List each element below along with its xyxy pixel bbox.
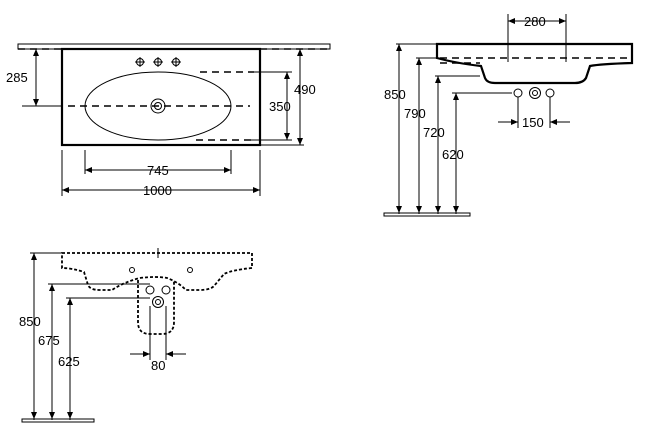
dim-720-label: 720 <box>423 125 445 140</box>
dim-620-label: 620 <box>442 147 464 162</box>
basin-outline <box>60 47 262 147</box>
dim-front-850-label: 850 <box>19 314 41 329</box>
front-tap-hole-left <box>129 267 135 273</box>
dim-625-label: 625 <box>58 354 80 369</box>
side-view: 280 150 850 790 720 620 <box>383 14 634 217</box>
dim-850-label: 850 <box>384 87 406 102</box>
tap-holes <box>135 57 181 67</box>
dim-285-label: 285 <box>6 70 28 85</box>
dim-675-label: 675 <box>38 333 60 348</box>
trap-cover <box>137 280 175 335</box>
front-view: 80 850 675 625 <box>19 248 253 423</box>
basin-profile <box>435 42 634 85</box>
front-basin-outline <box>61 252 253 291</box>
floor-line <box>383 212 471 217</box>
top-view: 285 490 350 745 1000 <box>6 43 331 198</box>
dim-745-label: 745 <box>147 163 169 178</box>
arrowheads <box>31 18 566 419</box>
dim-150-label: 150 <box>522 115 544 130</box>
dim-280-label: 280 <box>524 14 546 29</box>
dim-80-label: 80 <box>151 358 165 373</box>
dim-490-label: 490 <box>294 82 316 97</box>
front-outlet-fittings <box>145 285 171 308</box>
dim-1000-label: 1000 <box>143 183 172 198</box>
dim-350-label: 350 <box>269 99 291 114</box>
outlet-fittings <box>513 87 555 99</box>
dim-790-label: 790 <box>404 106 426 121</box>
front-tap-hole-right <box>187 267 193 273</box>
front-floor-line <box>21 418 95 423</box>
